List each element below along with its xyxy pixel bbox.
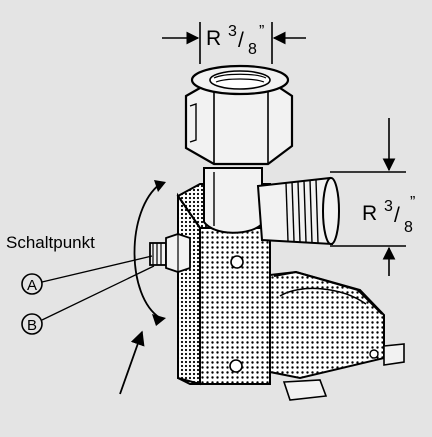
rotation-arc: [133, 183, 161, 319]
threaded-branch-body: [256, 176, 334, 246]
top-thread-numerator: 3: [228, 23, 237, 40]
top-port-inner-threads: [213, 73, 267, 83]
housing-screw-right: [369, 349, 379, 359]
top-thread-dimension: R 3 / 8 ”: [162, 22, 306, 64]
hex-nut-shading: [189, 103, 197, 143]
top-thread-inch-mark: ”: [259, 23, 264, 40]
block-screw-bottom: [229, 359, 243, 373]
right-thread-denominator: 8: [404, 219, 413, 236]
elbow-vertical-body: [203, 167, 263, 234]
switch-housing-shading: [279, 287, 367, 305]
switch-block-side-face: [177, 192, 201, 386]
right-thread-dimension: R 3 / 8 ”: [330, 118, 415, 276]
direction-arrow: [119, 330, 145, 395]
mounting-lug-right: [383, 343, 405, 366]
callout-a-circle: [21, 273, 43, 295]
rotation-arrow-head-bottom: [152, 314, 166, 326]
rotation-arrow-head-top: [154, 180, 166, 192]
switch-point-label: Schaltpunkt: [6, 233, 95, 252]
switch-housing: [269, 270, 405, 401]
switch-housing-top-edge: [273, 270, 383, 315]
callout-b: B: [21, 265, 155, 335]
right-thread-prefix: R: [362, 202, 377, 225]
threaded-branch-end: [322, 177, 340, 245]
adjusting-screw: [149, 233, 191, 273]
block-screw-top: [230, 255, 244, 269]
adjustment-rotation-arrow: [133, 180, 166, 326]
top-thread-prefix: R: [206, 27, 221, 50]
top-thread-slash: /: [238, 29, 244, 52]
threaded-branch-threads: [285, 179, 319, 244]
callout-b-leader: [41, 265, 155, 321]
callout-b-circle: [21, 313, 43, 335]
top-thread-denominator: 8: [248, 41, 257, 58]
callout-a-leader: [41, 255, 153, 283]
right-thread-numerator: 3: [384, 198, 393, 215]
callout-b-letter: B: [27, 317, 37, 334]
callout-a-letter: A: [27, 277, 37, 294]
right-thread-slash: /: [394, 204, 400, 227]
adjusting-screw-threads: [152, 243, 162, 265]
elbow-fitting: [184, 64, 340, 246]
right-thread-inch-mark: ”: [410, 194, 415, 211]
switch-housing-body: [269, 270, 385, 380]
callout-a: A: [21, 255, 153, 295]
mounting-lug-bottom: [282, 379, 328, 401]
